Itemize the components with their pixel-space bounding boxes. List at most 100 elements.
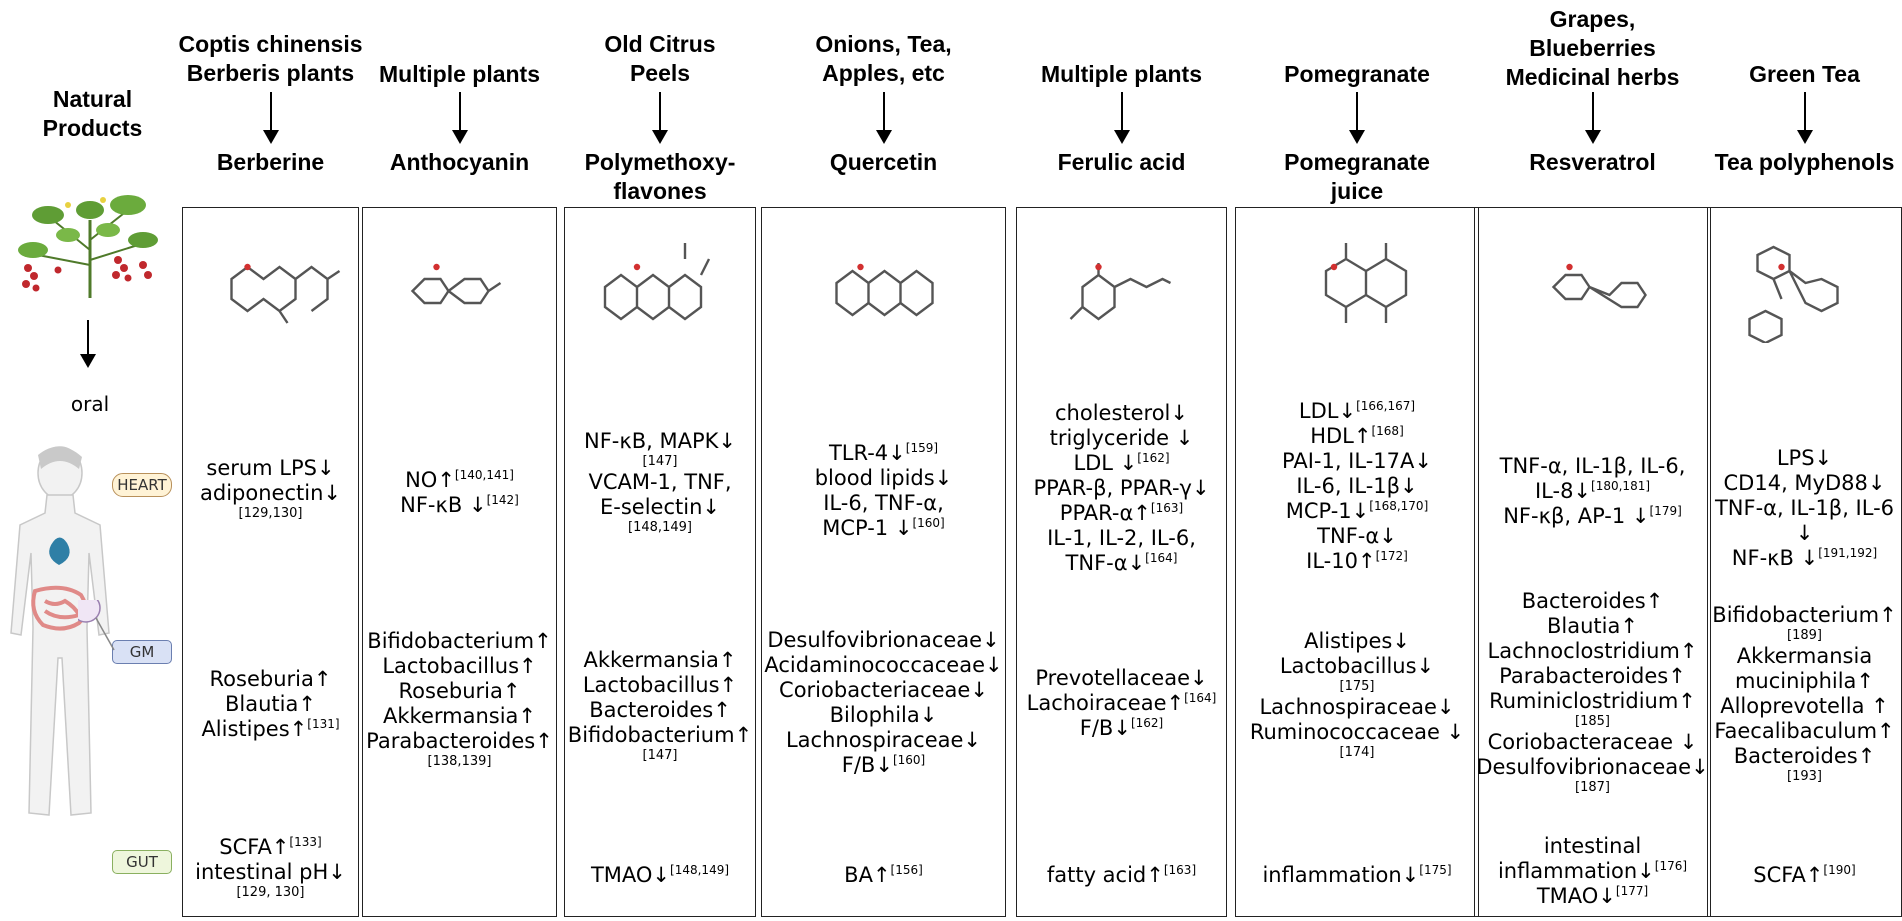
- heart-effect-line: PAI-1, IL-17A↓: [1282, 449, 1432, 473]
- heart-effect-reference: [172]: [1375, 549, 1408, 563]
- gm-effect-line: F/B↓[160]: [841, 753, 926, 777]
- gut-effect-line: [129, 130]: [236, 885, 305, 900]
- gm-effect-line: Lactobacillus↓: [1279, 654, 1435, 678]
- heart-effect-line: blood lipids↓: [814, 466, 953, 490]
- gm-effect-line: [174]: [1339, 745, 1375, 760]
- heart-effect-line: IL-10↑[172]: [1306, 549, 1408, 573]
- gut-effect-line: TMAO↓[177]: [1536, 884, 1649, 908]
- gut-effects: BA↑[156]: [762, 863, 1005, 888]
- source-label: Multiple plants: [1041, 61, 1202, 87]
- gm-effect-line: [147]: [642, 748, 678, 763]
- compound-box: serum LPS↓adiponectin↓[129,130] Roseburia…: [182, 207, 359, 917]
- gm-effect-line: Akkermansia: [1736, 644, 1873, 668]
- heart-effects: LPS↓CD14, MyD88↓TNF-α, IL-1β, IL-6 ↓NF-κ…: [1708, 446, 1901, 571]
- gm-effect-line: Ruminiclostridium↑: [1489, 689, 1696, 713]
- gm-effect-line: Blautia↑: [1547, 614, 1638, 638]
- heart-effect-reference: [179]: [1649, 504, 1682, 518]
- heart-effects: NO↑[140,141]NF-κB ↓[142]: [363, 468, 556, 518]
- heart-effect-line: [147]: [642, 454, 678, 469]
- heart-effect-reference: [180,181]: [1591, 479, 1651, 493]
- heart-effect-line: VCAM-1, TNF,: [588, 470, 732, 494]
- gm-effect-line: Lactobacillus↑: [582, 673, 738, 697]
- gm-effect-line: Lachnoclostridium↑: [1487, 639, 1698, 663]
- gut-effect-line: intestinal pH↓: [195, 860, 346, 884]
- heart-effect-line: LDL ↓[162]: [1073, 451, 1170, 475]
- heart-effect-line: adiponectin↓: [200, 481, 341, 505]
- gm-effect-reference: [131]: [307, 717, 340, 731]
- heart-effects: cholesterol↓triglyceride ↓LDL ↓[162]PPAR…: [1017, 401, 1226, 576]
- compound-name: Ferulic acid: [1057, 149, 1186, 175]
- source-arrow: [652, 92, 668, 144]
- molecule-structure-icon: [1551, 263, 1647, 309]
- gm-effect-line: [175]: [1339, 679, 1375, 694]
- gm-effects: Prevotellaceae↓Lachoiraceae↑[164]F/B↓[16…: [1017, 666, 1226, 741]
- heart-effect-line: IL-1, IL-2, IL-6,: [1047, 526, 1196, 550]
- compound-name: Resveratrol: [1529, 149, 1656, 175]
- gm-effect-line: Lactobacillus↑: [382, 654, 537, 678]
- heart-effect-line: IL-6, IL-1β↓: [1296, 474, 1418, 498]
- molecule-structure-icon: [835, 263, 934, 317]
- compound-name: Anthocyanin: [389, 149, 530, 175]
- gut-effects: inflammation↓[175]: [1236, 863, 1478, 888]
- molecule-structure-icon: [603, 243, 711, 321]
- heart-effect-reference: [162]: [1137, 451, 1170, 465]
- gut-effect-reference: [148,149]: [670, 863, 730, 877]
- heart-effect-line: NF-κB, MAPK↓: [583, 429, 736, 453]
- gm-effect-line: Coriobacteraceae ↓: [1487, 730, 1698, 754]
- gut-effect-line: inflammation↓[175]: [1262, 863, 1452, 887]
- gm-effect-line: [193]: [1787, 769, 1822, 784]
- gm-effect-line: Coriobacteriaceae↓: [779, 678, 988, 702]
- compound-box: LPS↓CD14, MyD88↓TNF-α, IL-1β, IL-6 ↓NF-κ…: [1707, 207, 1902, 917]
- source-arrow: [1113, 92, 1130, 144]
- gm-effect-line: Bacteroides↑: [589, 698, 731, 722]
- source-label: Multiple plants: [379, 61, 540, 87]
- molecule-structure-icon: [230, 263, 341, 324]
- gm-effects: Bifidobacterium↑Lactobacillus↑Roseburia↑…: [363, 629, 556, 770]
- gm-effect-line: Parabacteroides↑: [1499, 664, 1686, 688]
- gut-effect-line: TMAO↓[148,149]: [590, 863, 730, 887]
- source-arrow: [1796, 92, 1813, 144]
- heart-effect-line: cholesterol↓: [1054, 401, 1188, 425]
- heart-effect-line: LDL↓[166,167]: [1298, 399, 1416, 423]
- heart-effect-line: serum LPS↓: [206, 456, 335, 480]
- gm-effect-line: Faecalibaculum↑: [1714, 719, 1895, 743]
- gut-effects: TMAO↓[148,149]: [565, 863, 755, 888]
- heart-effect-reference: [160]: [912, 516, 945, 530]
- gm-effects: Desulfovibrionaceae↓Acidaminococcaceae↓C…: [762, 628, 1005, 778]
- heart-effects: TNF-α, IL-1β, IL-6,IL-8↓[180,181]NF-κβ, …: [1475, 454, 1710, 529]
- heart-effect-line: NF-κB ↓[142]: [400, 493, 519, 517]
- gm-effect-line: Blautia↑: [225, 692, 316, 716]
- source-arrow: [1584, 92, 1601, 144]
- gm-effect-line: Roseburia↑: [209, 667, 332, 691]
- gm-effect-line: Bacteroides↑: [1521, 589, 1664, 613]
- gm-effect-line: [187]: [1575, 780, 1610, 795]
- gut-effects: SCFA↑[133]intestinal pH↓[129, 130]: [183, 835, 358, 901]
- heart-tag: HEART: [112, 473, 172, 497]
- source-label: Onions, Tea,Apples, etc: [815, 31, 952, 86]
- heart-effect-reference: [159]: [905, 441, 939, 455]
- compound-name: Polymethoxy-flavones: [584, 149, 736, 204]
- gm-effect-line: Bifidobacterium↑: [1712, 603, 1897, 627]
- heart-effects: NF-κB, MAPK↓[147]VCAM-1, TNF,E-selectin↓…: [565, 429, 755, 536]
- heart-effects: serum LPS↓adiponectin↓[129,130]: [183, 456, 358, 522]
- source-label: Pomegranate: [1284, 61, 1430, 87]
- gm-effect-line: [185]: [1575, 714, 1610, 729]
- source-arrow: [875, 92, 892, 144]
- heart-effect-line: CD14, MyD88↓: [1723, 471, 1886, 495]
- natural-products-label: Natural Products: [42, 86, 143, 141]
- gm-effect-reference: [162]: [1130, 716, 1164, 730]
- heart-effect-reference: [168,170]: [1369, 499, 1429, 513]
- heart-effect-reference: [140,141]: [454, 468, 514, 482]
- gm-effect-line: Prevotellaceae↓: [1035, 666, 1208, 690]
- compound-box: cholesterol↓triglyceride ↓LDL ↓[162]PPAR…: [1016, 207, 1227, 917]
- gm-effect-line: Akkermansia↑: [583, 648, 737, 672]
- heart-effect-line: [148,149]: [628, 520, 692, 535]
- heart-effects: LDL↓[166,167]HDL↑[168]PAI-1, IL-17A↓IL-6…: [1236, 399, 1478, 574]
- heart-effect-reference: [164]: [1145, 551, 1178, 565]
- gm-effect-line: Alloprevotella ↑: [1720, 694, 1889, 718]
- gm-effect-line: F/B↓[162]: [1079, 716, 1164, 740]
